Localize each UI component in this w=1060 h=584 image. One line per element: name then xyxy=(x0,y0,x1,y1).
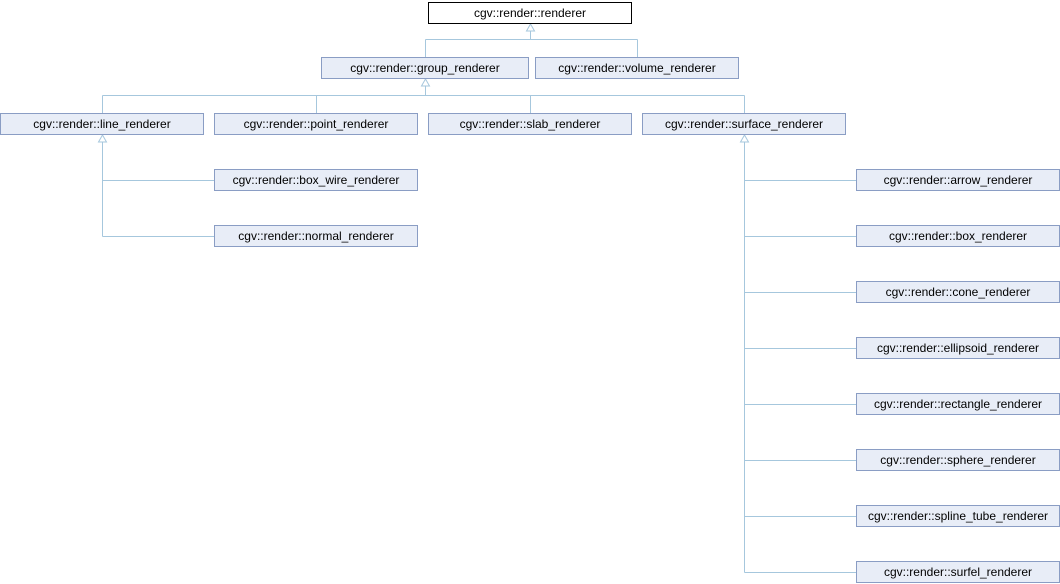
node-group-renderer[interactable]: cgv::render::group_renderer xyxy=(321,57,529,79)
node-surfel-renderer[interactable]: cgv::render::surfel_renderer xyxy=(856,561,1060,583)
inheritance-arrow-renderer xyxy=(525,22,536,32)
inheritance-arrow-group_renderer xyxy=(420,77,431,87)
node-slab-renderer[interactable]: cgv::render::slab_renderer xyxy=(428,113,632,135)
node-box-wire-renderer[interactable]: cgv::render::box_wire_renderer xyxy=(214,169,418,191)
inheritance-arrow-line_renderer xyxy=(97,133,108,143)
node-surface-renderer[interactable]: cgv::render::surface_renderer xyxy=(642,113,846,135)
inheritance-arrow-surface_renderer xyxy=(739,133,750,143)
node-volume-renderer[interactable]: cgv::render::volume_renderer xyxy=(535,57,739,79)
node-box-renderer[interactable]: cgv::render::box_renderer xyxy=(856,225,1060,247)
node-renderer: cgv::render::renderer xyxy=(428,2,632,24)
node-line-renderer[interactable]: cgv::render::line_renderer xyxy=(0,113,204,135)
node-ellipsoid-renderer[interactable]: cgv::render::ellipsoid_renderer xyxy=(856,337,1060,359)
node-rectangle-renderer[interactable]: cgv::render::rectangle_renderer xyxy=(856,393,1060,415)
node-sphere-renderer[interactable]: cgv::render::sphere_renderer xyxy=(856,449,1060,471)
node-arrow-renderer[interactable]: cgv::render::arrow_renderer xyxy=(856,169,1060,191)
node-point-renderer[interactable]: cgv::render::point_renderer xyxy=(214,113,418,135)
node-cone-renderer[interactable]: cgv::render::cone_renderer xyxy=(856,281,1060,303)
node-normal-renderer[interactable]: cgv::render::normal_renderer xyxy=(214,225,418,247)
node-spline-tube-renderer[interactable]: cgv::render::spline_tube_renderer xyxy=(856,505,1060,527)
